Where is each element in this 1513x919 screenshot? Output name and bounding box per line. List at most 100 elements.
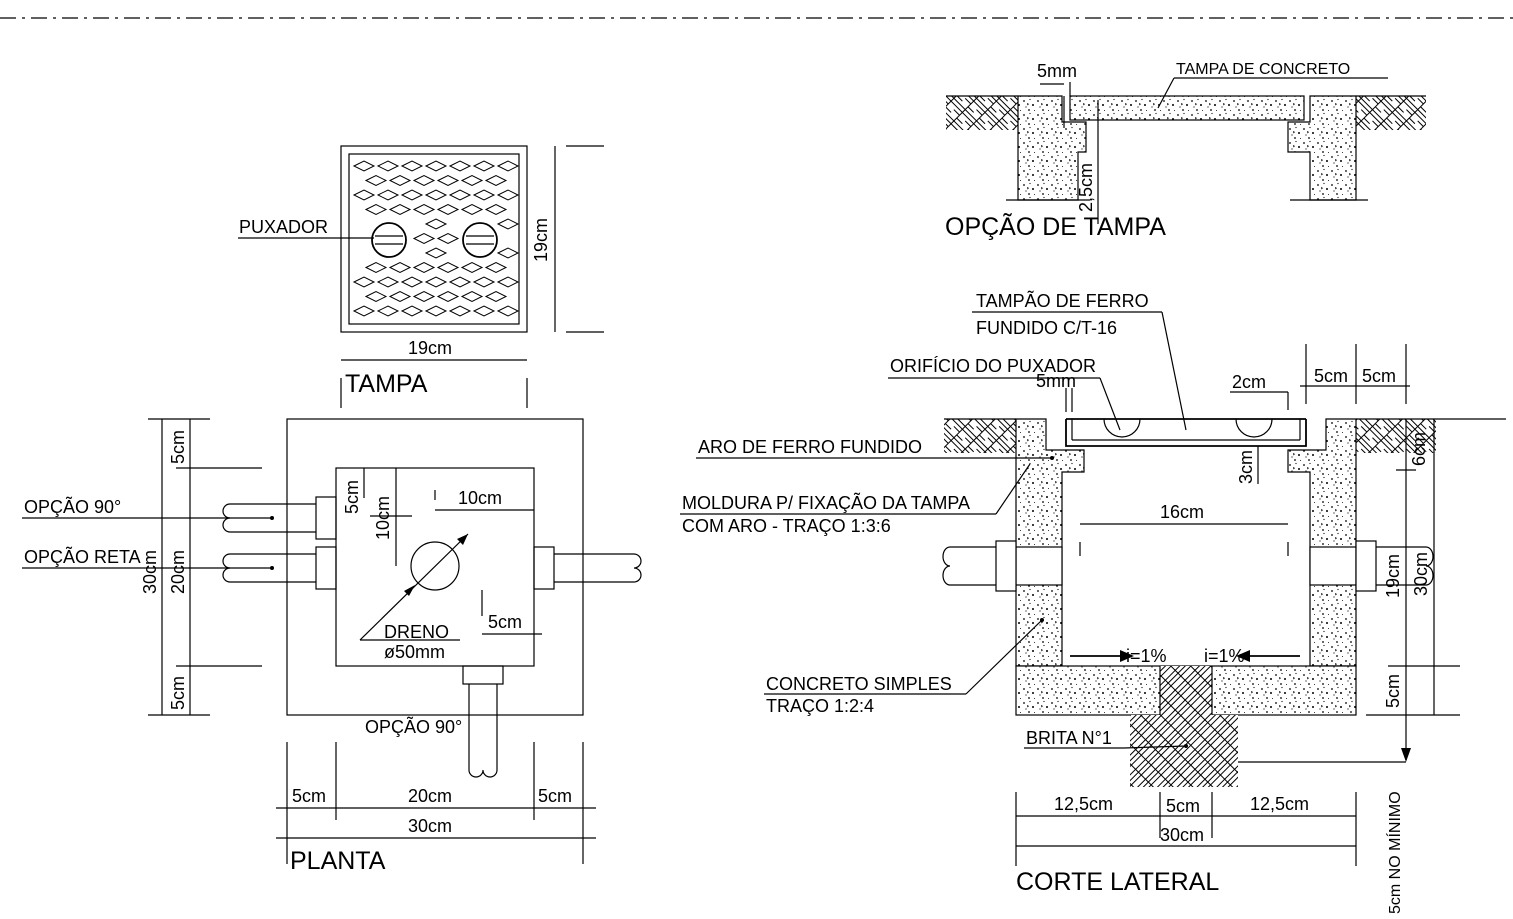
grating-diamond	[484, 261, 508, 274]
planta-left-5cm-bottom: 5cm	[168, 676, 188, 710]
grating-diamond	[424, 276, 448, 288]
corte-30cm-right: 30cm	[1411, 552, 1431, 596]
grating-diamond	[472, 160, 496, 172]
grating-diamond	[412, 261, 436, 274]
grating-diamond	[352, 276, 376, 288]
opcao-90-bottom-label: OPÇÃO 90°	[365, 716, 462, 737]
nota-minimo: 5cm NO MÍNIMO	[1385, 791, 1404, 914]
grating-pattern	[352, 160, 520, 317]
grating-diamond	[352, 305, 376, 317]
grating-diamond	[412, 174, 436, 187]
corte-lateral-view: i=1% i=1% 16cm TAMPÃO DE FERRO FUNDIDO C…	[680, 290, 1506, 914]
moldura-line2: COM ARO - TRAÇO 1:3:6	[682, 516, 891, 536]
tampa-view: PUXADOR 19cm 19cm TAMPA	[238, 145, 604, 408]
grating-diamond	[352, 160, 376, 172]
planta-bottom-5cm-b: 5cm	[538, 786, 572, 806]
grating-diamond	[352, 189, 376, 201]
planta-10cm-horizontal: 10cm	[458, 488, 502, 508]
grating-diamond	[436, 261, 460, 274]
grating-diamond	[436, 203, 460, 216]
planta-bottom-20cm: 20cm	[408, 786, 452, 806]
tampa-width-dim: 19cm	[408, 338, 452, 358]
planta-left-20cm: 20cm	[168, 550, 188, 594]
grating-diamond	[448, 305, 472, 317]
grating-diamond	[496, 160, 520, 172]
corte-5cm-base: 5cm	[1383, 674, 1403, 708]
moldura-line1: MOLDURA P/ FIXAÇÃO DA TAMPA	[682, 492, 970, 513]
grating-diamond	[436, 290, 460, 303]
opcao-reta-label: OPÇÃO RETA	[24, 546, 141, 567]
corte-12-5cm-right: 12,5cm	[1250, 794, 1309, 814]
grating-diamond	[388, 174, 412, 187]
grating-diamond	[364, 203, 388, 216]
grating-diamond	[460, 174, 484, 187]
dreno-diameter: ø50mm	[384, 642, 445, 662]
corte-12-5cm-left: 12,5cm	[1054, 794, 1113, 814]
handle-left	[371, 222, 407, 258]
grating-diamond	[388, 203, 412, 216]
opcao-tampa-2-5cm: 2,5cm	[1076, 163, 1096, 212]
grating-diamond	[460, 290, 484, 303]
grating-diamond	[400, 305, 424, 317]
planta-view: DRENO ø50mm 5cm 10cm 10cm 5cm OPÇÃO 90° …	[22, 418, 642, 875]
grating-diamond	[364, 290, 388, 303]
grating-diamond	[388, 261, 412, 274]
orificio-label: ORIFÍCIO DO PUXADOR	[890, 356, 1096, 376]
planta-drain-5cm: 5cm	[488, 612, 522, 632]
grating-diamond	[400, 189, 424, 201]
grating-diamond	[496, 189, 520, 201]
aro-label: ARO DE FERRO FUNDIDO	[698, 437, 922, 457]
grating-diamond	[412, 232, 436, 245]
corte-5cm-b: 5cm	[1362, 366, 1396, 386]
grating-diamond	[424, 218, 448, 230]
corte-2cm: 2cm	[1232, 372, 1266, 392]
slope-right: i=1%	[1204, 646, 1245, 666]
planta-bottom-5cm-a: 5cm	[292, 786, 326, 806]
opcao-90-left-label: OPÇÃO 90°	[24, 496, 121, 517]
tampao-line1: TAMPÃO DE FERRO	[976, 290, 1149, 311]
grating-diamond	[472, 189, 496, 201]
planta-left-5cm-top: 5cm	[168, 430, 188, 464]
corte-6cm: 6cm	[1409, 432, 1429, 466]
grating-diamond	[448, 189, 472, 201]
grating-diamond	[388, 290, 412, 303]
corte-19cm: 19cm	[1383, 554, 1403, 598]
concreto-line2: TRAÇO 1:2:4	[766, 696, 874, 716]
grating-diamond	[472, 276, 496, 288]
grating-diamond	[496, 247, 520, 259]
tampa-concreto-label: TAMPA DE CONCRETO	[1176, 61, 1350, 78]
grating-diamond	[448, 276, 472, 288]
grating-diamond	[424, 160, 448, 172]
slope-left: i=1%	[1126, 646, 1167, 666]
grating-diamond	[424, 189, 448, 201]
planta-inner-5cm: 5cm	[342, 480, 362, 514]
planta-10cm-vertical: 10cm	[373, 496, 393, 540]
handle-right	[462, 222, 498, 258]
dreno-label: DRENO	[384, 622, 449, 642]
tampao-line2: FUNDIDO C/T-16	[976, 318, 1117, 338]
grating-diamond	[364, 261, 388, 274]
grating-diamond	[412, 290, 436, 303]
grating-diamond	[484, 174, 508, 187]
grating-diamond	[436, 232, 460, 245]
opcao-tampa-title: OPÇÃO DE TAMPA	[945, 212, 1166, 241]
corte-16cm: 16cm	[1160, 502, 1204, 522]
grating-diamond	[424, 305, 448, 317]
grating-diamond	[472, 305, 496, 317]
opcao-tampa-view: 5mm TAMPA DE CONCRETO 2,5cm OPÇÃO DE TAM…	[945, 61, 1426, 241]
grating-diamond	[364, 174, 388, 187]
grating-diamond	[412, 203, 436, 216]
concreto-line1: CONCRETO SIMPLES	[766, 674, 952, 694]
planta-left-30cm: 30cm	[140, 550, 160, 594]
grating-diamond	[424, 247, 448, 259]
brita-label: BRITA N°1	[1026, 728, 1112, 748]
grating-diamond	[436, 174, 460, 187]
tampa-title: TAMPA	[345, 370, 428, 398]
grating-diamond	[484, 290, 508, 303]
grating-diamond	[496, 305, 520, 317]
grating-diamond	[376, 305, 400, 317]
grating-diamond	[496, 276, 520, 288]
grating-diamond	[376, 160, 400, 172]
corte-30cm-bottom: 30cm	[1160, 825, 1204, 845]
